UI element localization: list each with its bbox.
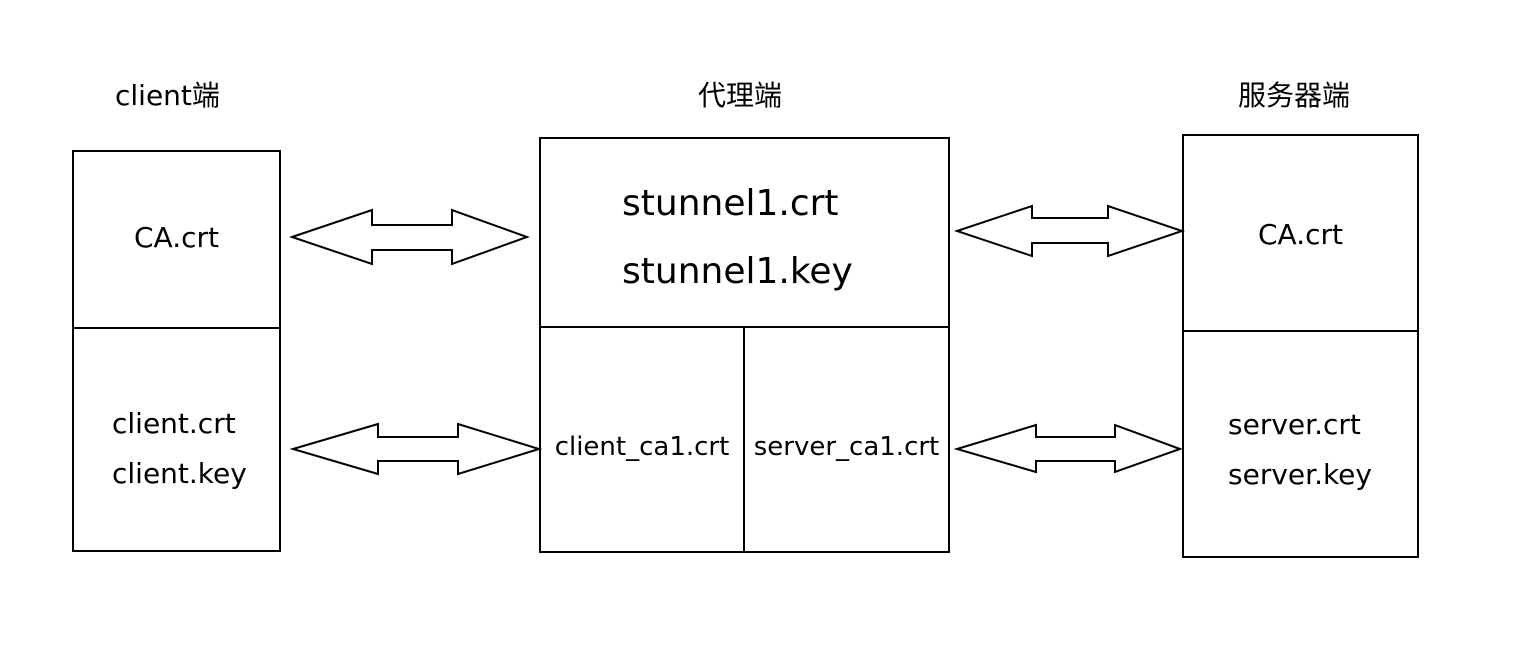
client-box — [72, 150, 281, 552]
client-ca-cert-label: CA.crt — [134, 221, 219, 254]
server-ca-cert-label: CA.crt — [1258, 218, 1343, 251]
proxy-stunnel-cert-label: stunnel1.crt — [622, 183, 839, 224]
server-box — [1182, 134, 1419, 558]
proxy-title: 代理端 — [698, 79, 783, 112]
client-cert-label: client.crt — [112, 407, 236, 440]
client-divider — [72, 327, 281, 329]
server-title: 服务器端 — [1238, 79, 1351, 112]
proxy-client-ca-label: client_ca1.crt — [554, 432, 730, 462]
client-key-label: client.key — [112, 457, 247, 490]
client-title: client端 — [115, 79, 220, 112]
proxy-stunnel-key-label: stunnel1.key — [622, 251, 853, 292]
proxy-divider-vertical — [743, 328, 745, 552]
server-key-label: server.key — [1228, 458, 1372, 491]
server-divider — [1182, 330, 1417, 332]
proxy-divider-horizontal — [539, 326, 948, 328]
proxy-server-ca-label: server_ca1.crt — [753, 432, 940, 462]
server-cert-label: server.crt — [1228, 408, 1361, 441]
